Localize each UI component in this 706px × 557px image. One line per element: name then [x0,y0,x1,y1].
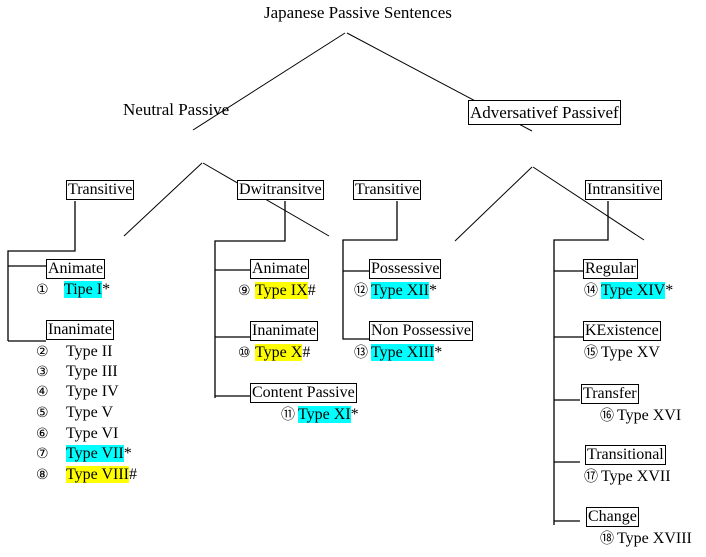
circled-number: ⑨ [238,283,251,299]
type-item: ⑧ Type VIII# [36,465,137,485]
circled-number: ④ [36,384,49,400]
bracket-adversative-intransitive [553,201,609,525]
circled-number: ② [36,344,49,360]
type-label: Type XV [601,344,660,361]
circled-number: ⑬ [354,345,368,361]
type-label: Type IX [255,282,308,299]
node-non-possessive: Non Possessive [369,321,474,341]
type-label: Type XVI [617,407,682,424]
type-mark: # [302,344,311,361]
edge-adversative-transitive [454,166,533,242]
circled-number: ⑩ [238,345,251,361]
circled-number: ⑭ [584,283,598,299]
type-label: Type XVII [601,468,671,485]
type-item: ④ Type IV [36,382,119,402]
circled-number: ⑰ [584,469,598,485]
node-regular: Regular [583,259,638,279]
node-neutral-passive: Neutral Passive [123,100,230,119]
type-item: ⑤ Type V [36,403,113,423]
type-item: ② Type II [36,342,112,362]
node-existence: KExistence [583,321,661,341]
type-label: Type XI [298,406,351,423]
circled-number: ⑱ [600,531,614,547]
bracket-adversative-transitive [342,201,398,340]
node-possessive: Possessive [369,259,442,279]
type-mark: * [102,281,111,298]
circled-number: ③ [36,364,49,380]
circled-number: ⑥ [36,426,49,442]
circled-number: ⑤ [36,405,49,421]
edge-root-neutral [192,32,346,131]
type-label: Type IV [66,383,119,400]
type-mark: # [129,466,138,483]
node-adversative-transitive: Transitive [353,180,422,200]
type-mark: * [665,282,674,299]
node-animate: Animate [46,259,106,279]
type-label: Type VIII [66,466,130,483]
type-item: ⑥ Type VI [36,424,118,444]
type-label: Type II [66,343,113,360]
type-label: Type XII [371,282,429,299]
type-label: Type VI [66,425,119,442]
type-label: Type XVIII [617,530,692,547]
node-content-passive: Content Passive [250,383,357,403]
node-inanimate: Inanimate [46,320,114,340]
node-neutral-transitive: Transitive [66,180,135,200]
type-mark: * [123,445,132,462]
circled-number: ⑧ [36,467,49,483]
node-transfer: Transfer [581,384,639,404]
type-mark: * [350,406,359,423]
type-mark: # [307,282,316,299]
circled-number: ① [36,282,49,298]
node-transitional: Transitional [585,445,666,465]
bracket-neutral-ditransitive [214,201,286,398]
type-item: ① Tipe I* [36,280,110,300]
bracket-neutral-transitive [7,201,76,341]
edge-adversative-intransitive [532,166,645,241]
node-ditrans-inanimate: Inanimate [250,321,318,341]
node-adversative-intransitive: Intransitive [585,180,662,200]
type-label: Type VII [66,445,124,462]
circled-number: ⑦ [36,446,49,462]
edge-neutral-transitive [123,162,203,237]
type-mark: * [434,344,443,361]
type-label: Type XIII [371,344,435,361]
node-change: Change [586,507,639,527]
node-neutral-ditransitive: Dwitransitve [237,180,324,200]
type-label: Type XIV [601,282,666,299]
circled-number: ⑫ [354,283,368,299]
node-ditrans-animate: Animate [250,259,310,279]
type-item: ⑦ Type VII* [36,444,132,464]
type-label: Type X [255,344,303,361]
circled-number: ⑮ [584,345,598,361]
type-mark: * [428,282,437,299]
type-item: ③ Type III [36,362,118,382]
circled-number: ⑪ [281,407,295,423]
diagram-title: Japanese Passive Sentences [264,3,452,22]
type-label: Type III [66,363,118,380]
circled-number: ⑯ [600,408,614,424]
type-label: Type V [66,404,114,421]
node-adversative-passive: Adversativef Passivef [468,100,621,125]
type-label: Tipe I [64,281,103,298]
